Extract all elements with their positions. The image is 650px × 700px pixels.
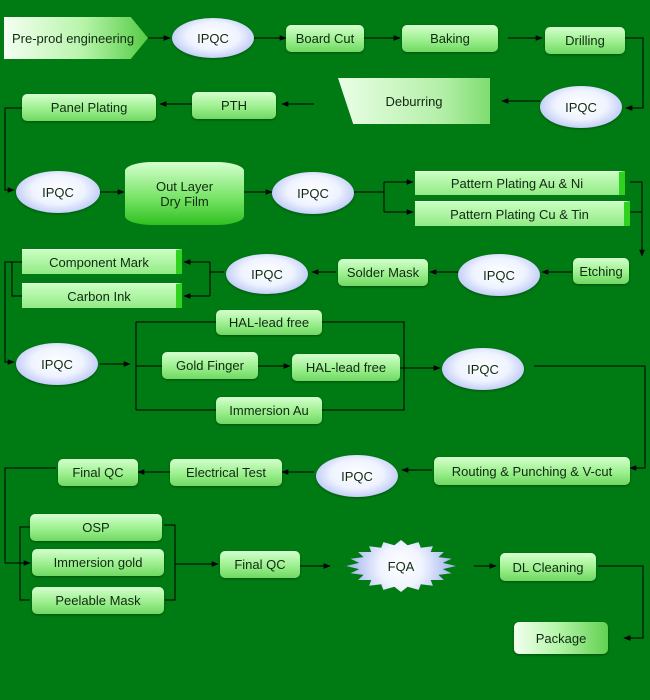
node-ipqc-6: IPQC [226, 254, 308, 294]
node-etching: Etching [573, 258, 629, 284]
node-hal-lead-free-mid: HAL-lead free [292, 354, 400, 381]
node-package: Package [514, 622, 608, 654]
node-baking: Baking [402, 25, 498, 52]
node-ipqc-9: IPQC [316, 455, 398, 497]
node-deburring: Deburring [338, 78, 490, 124]
node-ipqc-8: IPQC [442, 348, 524, 390]
arrow-panelplating-ipqc3 [4, 107, 22, 193]
node-immersion-au: Immersion Au [216, 397, 322, 424]
node-carbon-ink: Carbon Ink [22, 283, 182, 308]
arrow-dlcleaning-package [598, 565, 644, 641]
bracket-pattern-plating-out [630, 181, 643, 213]
node-gold-finger: Gold Finger [162, 352, 258, 379]
node-panel-plating: Panel Plating [22, 94, 156, 121]
node-ipqc-7: IPQC [16, 343, 98, 385]
node-preprod-engineering: Pre-prod engineering [4, 17, 148, 59]
arrow-marking-ipqc7 [4, 261, 15, 365]
node-immersion-gold: Immersion gold [32, 549, 164, 576]
node-component-mark: Component Mark [22, 249, 182, 274]
arrow-drilling-ipqc2 [625, 37, 644, 111]
bracket-marking-out [11, 261, 22, 297]
bracket-pattern-plating-in [354, 182, 385, 212]
node-solder-mask: Solder Mask [338, 259, 428, 286]
node-hal-lead-free-top: HAL-lead free [216, 310, 322, 335]
node-ipqc-4: IPQC [272, 172, 354, 214]
node-routing-punching-vcut: Routing & Punching & V-cut [434, 457, 630, 485]
node-peelable-mask: Peelable Mask [32, 587, 164, 614]
arrow-ipqc8-routing [534, 365, 646, 471]
node-drilling: Drilling [545, 27, 625, 54]
node-electrical-test: Electrical Test [170, 459, 282, 486]
node-ipqc-1: IPQC [172, 18, 254, 58]
bracket-surface-right [164, 524, 176, 601]
line-finalqc1-to-surface [4, 467, 56, 563]
node-osp: OSP [30, 514, 162, 541]
node-out-layer-dry-film: Out Layer Dry Film [125, 162, 244, 225]
node-pattern-plating-au-ni: Pattern Plating Au & Ni [415, 171, 625, 195]
node-board-cut: Board Cut [286, 25, 364, 52]
node-ipqc-2: IPQC [540, 86, 622, 128]
bracket-finish-right [322, 321, 405, 411]
node-ipqc-3: IPQC [16, 171, 100, 213]
node-dl-cleaning: DL Cleaning [500, 553, 596, 581]
bracket-marking-in [209, 262, 224, 296]
node-final-qc-1: Final QC [58, 459, 138, 486]
node-ipqc-5: IPQC [458, 254, 540, 296]
node-final-qc-2: Final QC [220, 551, 300, 578]
node-pth: PTH [192, 92, 276, 119]
node-pattern-plating-cu-tin: Pattern Plating Cu & Tin [415, 201, 630, 226]
